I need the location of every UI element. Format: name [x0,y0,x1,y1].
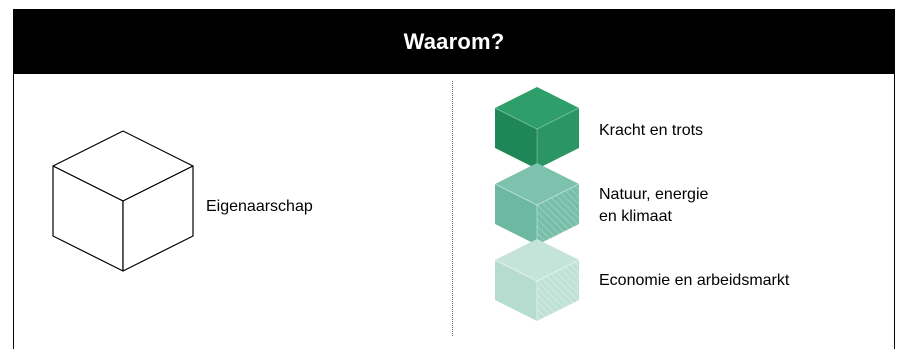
hatched-light-green-cube-icon [494,239,580,321]
economy-labor-market-label: Economie en arbeidsmarkt [599,272,790,289]
strength-pride-label: Kracht en trots [599,122,704,139]
page-title: Waarom? [403,28,505,54]
ownership-label: Eigenaarschap [206,198,313,215]
hatched-green-cube-icon [494,163,580,245]
header-bar: Waarom? [14,9,894,74]
nature-energy-climate-label: Natuur, energie en klimaat [599,184,708,228]
nature-label-line1: Natuur, energie [599,186,709,203]
nature-label-line2: en klimaat [599,208,672,225]
solid-green-cube-icon [494,87,580,169]
diagram-frame: Waarom? [13,9,895,349]
outline-cube-icon [52,130,194,272]
column-divider [452,81,453,336]
